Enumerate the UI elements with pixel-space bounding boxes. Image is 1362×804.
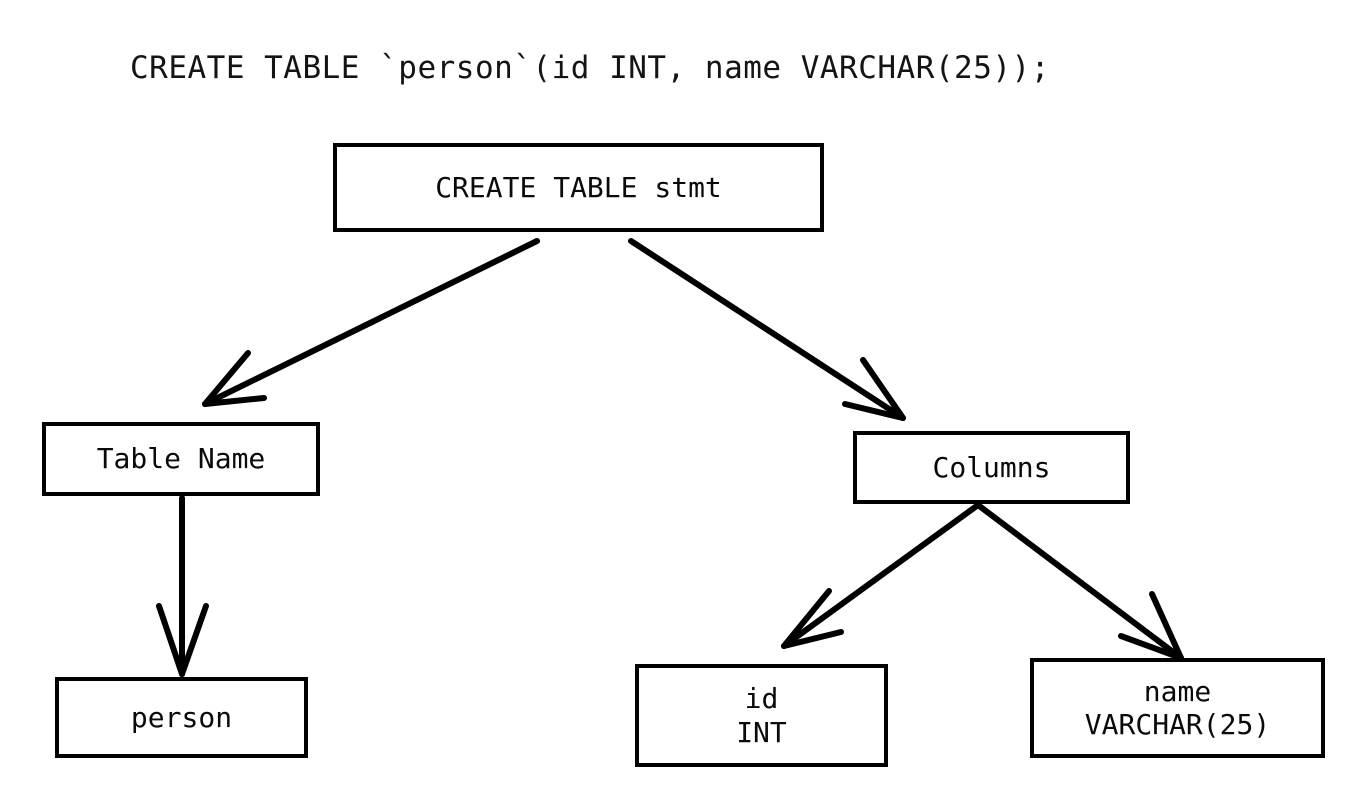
edge-root-to-columns [628, 238, 906, 421]
node-label: id [744, 682, 779, 716]
node-column-name[interactable]: name VARCHAR(25) [1030, 658, 1325, 758]
node-table-name[interactable]: Table Name [42, 422, 320, 496]
node-label: name [1143, 674, 1212, 708]
node-label: CREATE TABLE stmt [435, 170, 722, 204]
node-label: person [130, 700, 233, 734]
node-label: Table Name [96, 442, 266, 476]
node-column-id[interactable]: id INT [635, 664, 888, 767]
edge-columns-to-col-name [975, 502, 1184, 661]
node-sublabel: VARCHAR(25) [1084, 708, 1271, 741]
node-columns[interactable]: Columns [853, 431, 1130, 504]
node-person[interactable]: person [55, 677, 308, 758]
node-label: Columns [932, 450, 1051, 484]
edge-columns-to-col-id [781, 502, 981, 649]
edge-root-to-table-name [202, 238, 540, 407]
sql-statement-text: CREATE TABLE `person`(id INT, name VARCH… [130, 50, 1050, 86]
edge-table-name-to-person [156, 495, 209, 677]
node-sublabel: INT [736, 715, 787, 749]
node-create-table-stmt[interactable]: CREATE TABLE stmt [333, 143, 824, 232]
